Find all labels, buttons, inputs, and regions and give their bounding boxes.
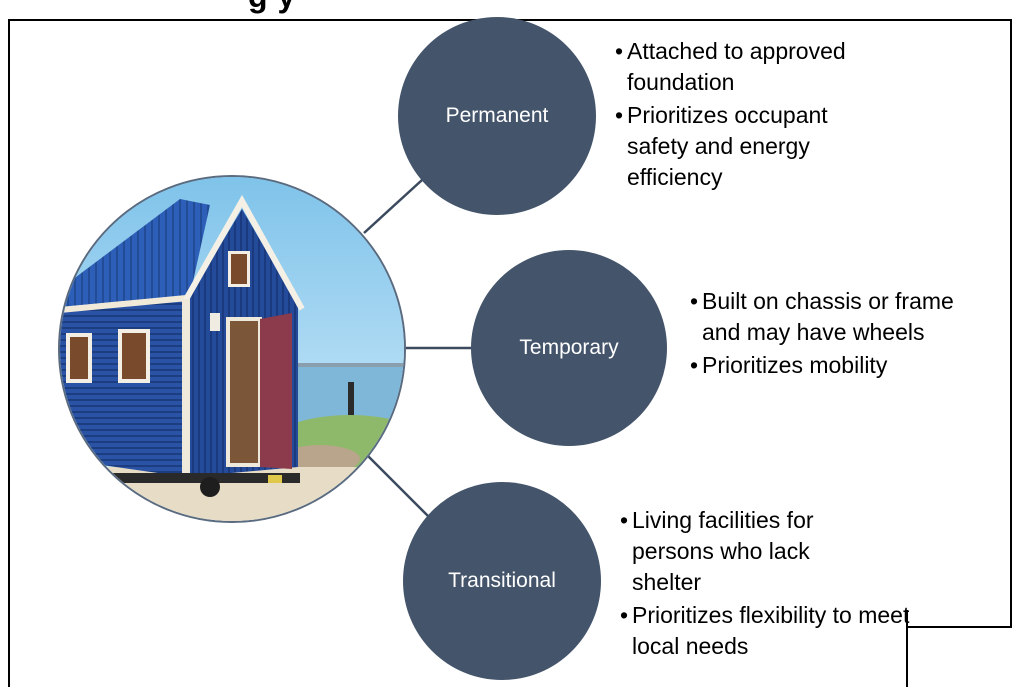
- category-temporary-circle: Temporary: [471, 250, 667, 446]
- permanent-bullets: • Attached to approved foundation • Prio…: [615, 36, 945, 195]
- bullet-text: Living facilities for persons who lack s…: [632, 507, 814, 595]
- frame-bottom-border: [906, 626, 1012, 628]
- transitional-bullet-1: • Living facilities for persons who lack…: [620, 505, 872, 598]
- bullet-dot: •: [615, 102, 624, 128]
- temporary-bullets: • Built on chassis or frame and may have…: [690, 286, 990, 383]
- permanent-bullet-2: • Prioritizes occupant safety and energy…: [615, 100, 877, 193]
- temporary-bullet-2: • Prioritizes mobility: [690, 350, 990, 381]
- frame-inner-bottom-left: [906, 610, 908, 687]
- bullet-text: Attached to approved foundation: [627, 38, 846, 95]
- category-temporary-label: Temporary: [519, 336, 619, 359]
- cut-off-heading: g y: [248, 0, 296, 15]
- bullet-dot: •: [690, 288, 699, 314]
- bullet-dot: •: [620, 507, 629, 533]
- temporary-bullet-1: • Built on chassis or frame and may have…: [690, 286, 972, 348]
- bullet-text: Prioritizes flexibility to meet local ne…: [632, 602, 910, 659]
- transitional-bullets: • Living facilities for persons who lack…: [620, 505, 910, 664]
- bullet-text: Prioritizes occupant safety and energy e…: [627, 102, 828, 190]
- connector-transitional: [367, 455, 433, 521]
- transitional-bullet-2: • Prioritizes flexibility to meet local …: [620, 600, 910, 662]
- bullet-dot: •: [690, 352, 699, 378]
- tiny-house-photo: [58, 175, 406, 523]
- tiny-house-illustration: [60, 177, 404, 521]
- category-transitional-circle: Transitional: [403, 482, 601, 680]
- category-permanent-circle: Permanent: [398, 17, 596, 215]
- category-transitional-label: Transitional: [448, 569, 556, 592]
- frame-left-border: [8, 19, 10, 687]
- bullet-text: Prioritizes mobility: [702, 352, 888, 378]
- bullet-dot: •: [620, 602, 629, 628]
- bullet-text: Built on chassis or frame and may have w…: [702, 288, 954, 345]
- permanent-bullet-1: • Attached to approved foundation: [615, 36, 945, 98]
- category-permanent-label: Permanent: [445, 104, 549, 127]
- bullet-dot: •: [615, 38, 624, 64]
- frame-right-border: [1010, 19, 1012, 628]
